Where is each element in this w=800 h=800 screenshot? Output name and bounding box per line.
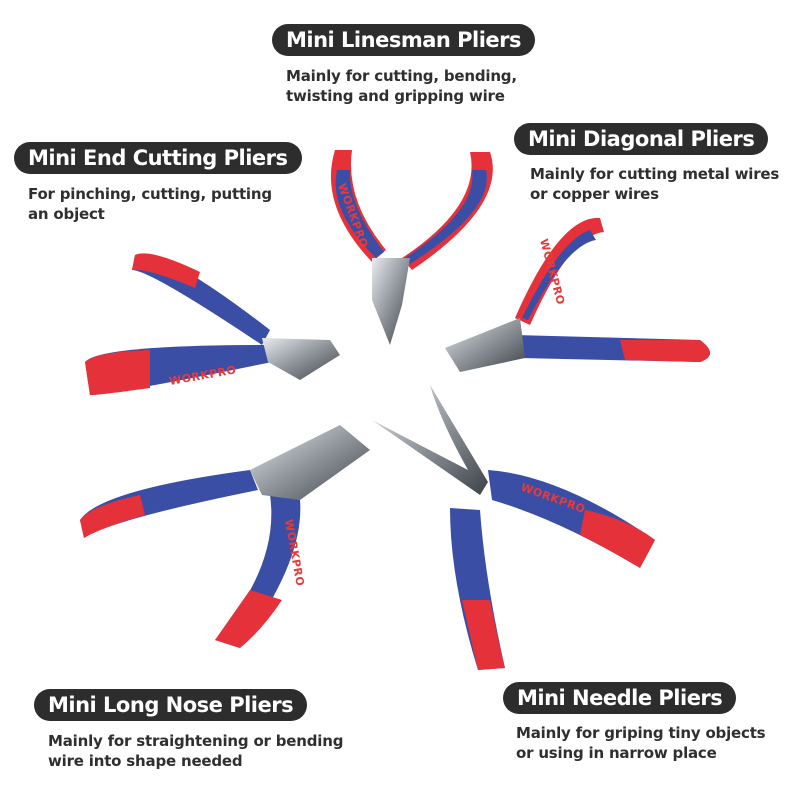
product-desc-end-cutting: For pinching, cutting, putting an object bbox=[28, 184, 272, 224]
desc-line: For pinching, cutting, putting bbox=[28, 185, 272, 203]
desc-line: twisting and gripping wire bbox=[286, 87, 505, 105]
product-title-linesman: Mini Linesman Pliers bbox=[272, 24, 536, 56]
long-nose-pliers-icon: WORKPRO bbox=[80, 425, 370, 648]
product-desc-long-nose: Mainly for straightening or bending wire… bbox=[48, 731, 343, 771]
product-title-needle: Mini Needle Pliers bbox=[503, 682, 737, 714]
desc-line: Mainly for cutting metal wires bbox=[530, 165, 780, 183]
product-desc-diagonal: Mainly for cutting metal wires or copper… bbox=[530, 164, 779, 204]
product-title-long-nose: Mini Long Nose Pliers bbox=[34, 689, 308, 721]
product-title-diagonal: Mini Diagonal Pliers bbox=[514, 123, 769, 155]
desc-line: or using in narrow place bbox=[516, 744, 717, 762]
product-desc-needle: Mainly for griping tiny objects or using… bbox=[516, 723, 766, 763]
desc-line: Mainly for griping tiny objects bbox=[516, 724, 766, 742]
needle-pliers-icon: WORKPRO bbox=[372, 385, 655, 670]
product-desc-linesman: Mainly for cutting, bending, twisting an… bbox=[286, 66, 517, 106]
end-cutting-pliers-icon: WORKPRO bbox=[85, 253, 340, 395]
product-title-end-cutting: Mini End Cutting Pliers bbox=[14, 142, 302, 174]
desc-line: Mainly for cutting, bending, bbox=[286, 67, 517, 85]
linesman-pliers-icon: WORKPRO bbox=[330, 150, 493, 345]
desc-line: an object bbox=[28, 205, 105, 223]
desc-line: Mainly for straightening or bending bbox=[48, 732, 344, 750]
desc-line: or copper wires bbox=[530, 185, 659, 203]
desc-line: wire into shape needed bbox=[48, 752, 243, 770]
diagonal-pliers-icon: WORKPRO bbox=[445, 217, 710, 372]
